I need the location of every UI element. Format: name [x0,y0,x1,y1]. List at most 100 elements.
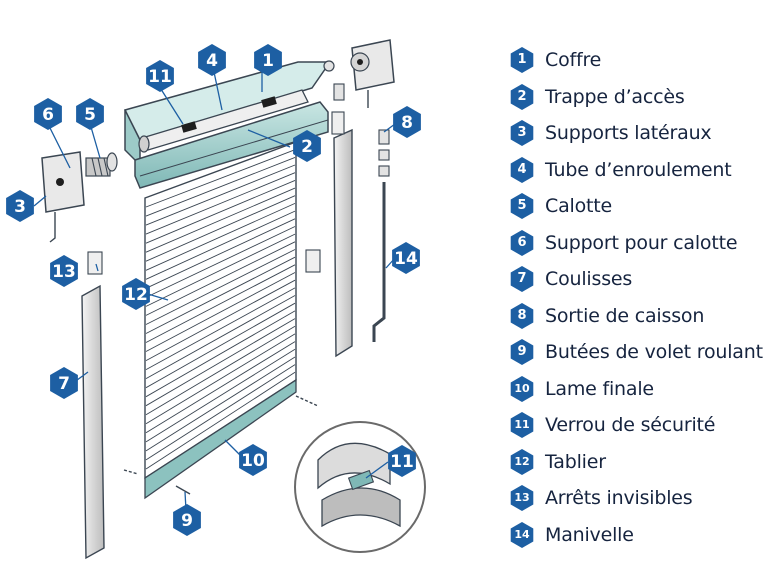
callout-number: 2 [301,137,313,157]
callout-number: 11 [390,452,414,472]
legend-hexagon-icon: 4 [509,156,535,183]
curtain-slat-line [145,356,296,452]
curtain-slats [145,149,296,470]
legend-number: 11 [514,418,530,432]
curtain-slat-line [145,341,296,434]
callout-marker-6: 6 [34,98,62,130]
side-support-left [41,151,85,243]
callout-hexagon [239,444,267,476]
curtain-slat-line [145,202,296,271]
callout-number: 1 [262,51,274,71]
legend-label: Manivelle [545,523,634,546]
crank-outlet [378,129,390,177]
legend-hexagon-icon: 8 [509,302,535,329]
callout-number: 11 [148,67,172,87]
curtain-slat-line [145,364,296,461]
legend-number: 14 [514,527,530,541]
legend-number: 2 [517,88,527,104]
legend-number: 4 [517,161,527,177]
shutter-curtain [144,140,297,480]
curtain-slat-line [145,195,296,262]
callout-hexagon [254,44,282,76]
curtain-slat-line [145,179,296,244]
callout-hexagon [388,445,416,477]
callout-number: 7 [58,374,70,394]
callout-number: 5 [84,105,96,125]
legend-hexagon-icon: 6 [509,229,535,256]
curtain-slat-line [145,210,296,280]
legend-number: 7 [517,271,527,287]
curtain-slat-line [145,287,296,370]
legend-hexagon-icon: 14 [509,521,535,548]
callout-leaders [33,71,396,511]
crank-handle [372,182,386,342]
callout-number: 3 [14,197,26,217]
callout-number: 13 [52,262,76,282]
callout-hexagon [293,130,321,162]
curtain-slat-line [145,295,296,379]
legend-hexagon-icon: 2 [509,83,535,110]
legend-number: 6 [517,234,527,250]
legend-label: Trappe d’accès [545,85,685,108]
callout-hexagon [146,60,174,92]
shutter-stops [123,395,319,495]
legend-number: 12 [514,454,530,468]
curtain-slat-line [145,241,296,316]
curtain-slat-line [145,325,296,416]
callout-number: 9 [181,511,193,531]
callout-marker-10: 10 [239,444,267,476]
legend-item: 14 Manivelle [509,517,771,554]
callout-marker-8: 8 [393,106,421,138]
legend-item: 12 Tablier [509,444,771,481]
curtain-slat-line [145,156,296,217]
legend-hexagon-icon: 3 [509,120,535,147]
legend-label: Supports latéraux [545,122,712,145]
callout-number: 4 [206,51,218,71]
callout-marker-2: 2 [293,130,321,162]
access-hatch [134,101,329,189]
legend-hexagon-icon: 1 [509,47,535,74]
curtain-slat-line [145,226,296,298]
legend-label: Tablier [545,450,606,473]
curtain-slat-line [145,149,296,208]
invisible-stop [87,249,321,275]
legend-label: Calotte [545,195,613,218]
legend-number: 10 [514,381,530,395]
callout-hexagon [76,98,104,130]
legend-hexagon-icon: 12 [509,448,535,475]
legend-number: 3 [517,125,527,141]
callout-marker-11: 11 [388,445,416,477]
side-support-right [323,39,395,108]
callout-hexagon [122,278,150,310]
callout-marker-11: 11 [146,60,174,92]
legend-number: 9 [517,344,527,360]
curtain-slat-line [145,302,296,389]
legend-hexagon-icon: 7 [509,266,535,293]
winding-tube [138,89,309,153]
callout-number: 8 [401,113,413,133]
callout-marker-12: 12 [122,278,150,310]
callout-number: 6 [42,105,54,125]
curtain-slat-line [145,279,296,361]
curtain-slat-line [145,333,296,425]
callout-hexagon [173,504,201,536]
legend-hexagon-icon: 11 [509,412,535,439]
legend-number: 8 [517,307,527,323]
lock-detail-view [294,421,426,553]
curtain-slat-line [145,256,296,334]
curtain-slat-line [145,187,296,253]
callout-marker-7: 7 [50,367,78,399]
callout-hexagon [392,242,420,274]
callout-hexagon [34,98,62,130]
legend-item: 3 Supports latéraux [509,115,771,152]
callout-hexagon [6,190,34,222]
